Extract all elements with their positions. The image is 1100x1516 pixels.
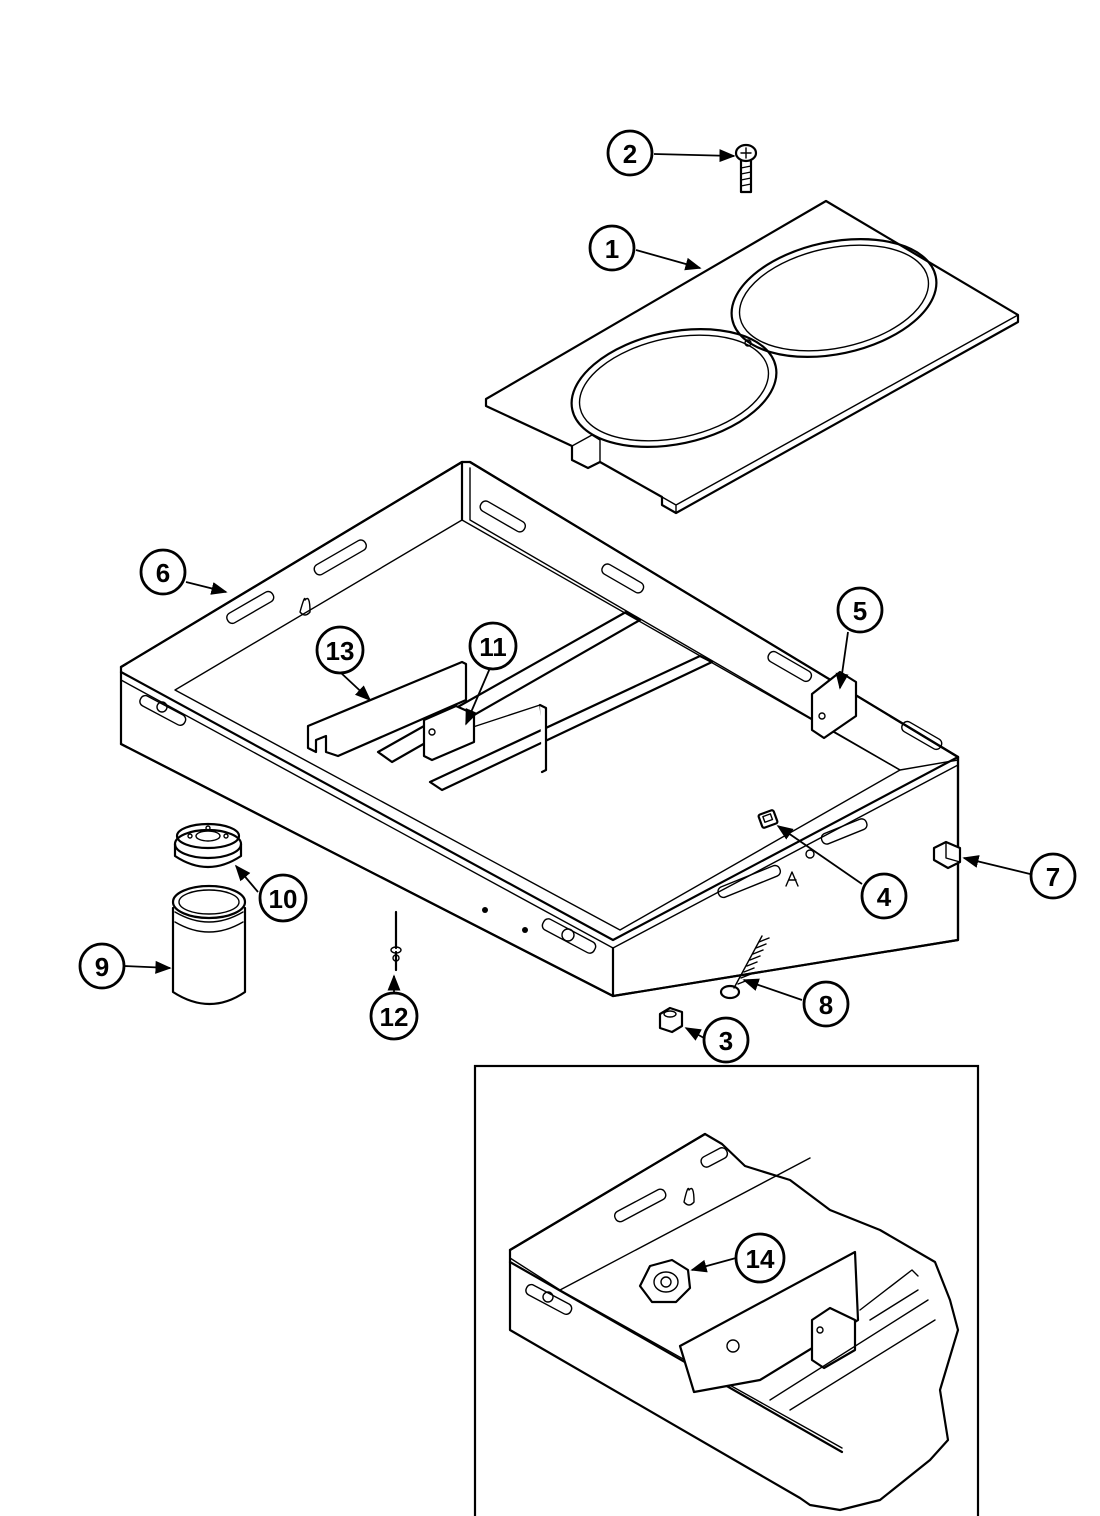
callout-13-label: 13 [326,636,355,666]
callout-3-label: 3 [719,1026,733,1056]
cap-part [173,822,243,868]
callout-14: 14 [734,1232,786,1284]
pin-part [390,910,402,972]
callout-4-label: 4 [877,882,892,912]
jar-part [171,884,247,1006]
callout-7-label: 7 [1046,862,1060,892]
spring-part [719,935,770,1000]
callout-7: 7 [1029,852,1077,900]
callout-10-label: 10 [269,884,298,914]
callout-8: 8 [802,980,850,1028]
callout-13: 13 [315,625,365,675]
callout-14-label: 14 [746,1244,775,1274]
callout-3: 3 [702,1016,750,1064]
callout-5-label: 5 [853,596,867,626]
callout-11-label: 11 [479,632,507,662]
cooktop-panel-part [484,199,1020,515]
callout-2-label: 2 [623,139,637,169]
callout-5: 5 [836,586,884,634]
leader-lines [123,149,1031,1273]
callout-4: 4 [860,872,908,920]
callout-9: 9 [78,942,126,990]
callout-2: 2 [606,129,654,177]
clip-part [932,840,962,870]
screw-part [734,143,758,194]
callout-6: 6 [139,548,187,596]
callout-1-label: 1 [605,234,619,264]
callout-1: 1 [588,224,636,272]
callout-8-label: 8 [819,990,833,1020]
nut-part [658,1006,684,1034]
callout-12: 12 [369,991,419,1041]
callout-6-label: 6 [156,558,170,588]
base-pan-part [119,460,960,998]
callout-11: 11 [468,621,518,671]
callout-12-label: 12 [380,1002,409,1032]
callout-10: 10 [258,873,308,923]
detail-inset [473,1064,980,1516]
callout-9-label: 9 [95,952,109,982]
